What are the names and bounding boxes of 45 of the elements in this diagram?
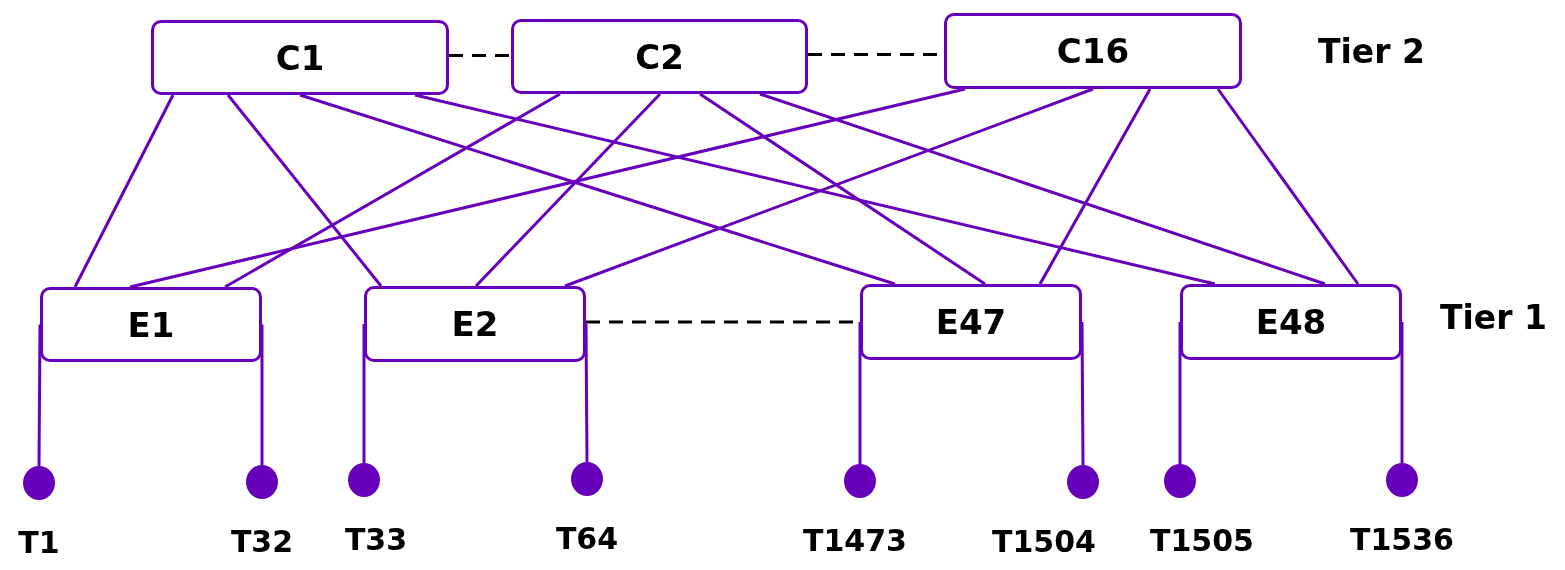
connector-line <box>37 324 42 466</box>
switch-box <box>1180 284 1402 360</box>
terminal-label: T1473 <box>803 522 907 560</box>
switch-box <box>511 19 808 94</box>
connector-line <box>129 87 966 289</box>
terminal-label: T1504 <box>992 523 1096 561</box>
terminal-label: T64 <box>555 520 619 558</box>
node-label: E48 <box>1255 302 1327 342</box>
terminal-label: T1536 <box>1350 521 1454 559</box>
node-label: C1 <box>275 37 325 78</box>
node-label: C2 <box>635 36 684 77</box>
node-label: E1 <box>127 304 175 345</box>
node-label: E2 <box>451 304 499 344</box>
connector-line <box>224 92 561 289</box>
connector-line <box>1216 88 1360 285</box>
connector-line <box>1178 322 1182 464</box>
terminal-label: T1 <box>18 524 60 562</box>
node-label: C16 <box>1056 31 1130 71</box>
connector-line <box>699 92 986 286</box>
switch-box <box>40 287 262 362</box>
connector-line <box>1038 88 1152 285</box>
connector-line <box>858 322 862 464</box>
switch-box <box>151 20 449 95</box>
terminal-label: T32 <box>230 523 294 561</box>
switch-box <box>860 284 1082 360</box>
connector-line <box>1080 322 1085 465</box>
terminal-label: T33 <box>344 521 408 559</box>
switch-box <box>944 13 1242 89</box>
terminal-label: T1505 <box>1150 522 1254 560</box>
connector-line <box>564 87 1094 288</box>
node-label: E47 <box>935 302 1007 342</box>
connector-line <box>759 92 1326 286</box>
connector-line <box>299 93 896 286</box>
connector-line <box>73 94 175 288</box>
tier-label: Tier 1 <box>1440 298 1547 337</box>
tier-label: Tier 2 <box>1318 32 1425 71</box>
connector-line <box>260 324 264 465</box>
dashed-connector <box>449 54 511 57</box>
connector-line <box>414 93 1216 286</box>
connector-line <box>1400 322 1404 463</box>
connector-line <box>584 324 589 462</box>
connector-line <box>362 324 366 463</box>
connector-line <box>226 94 383 287</box>
connector-line <box>474 92 662 288</box>
switch-box <box>364 286 586 362</box>
